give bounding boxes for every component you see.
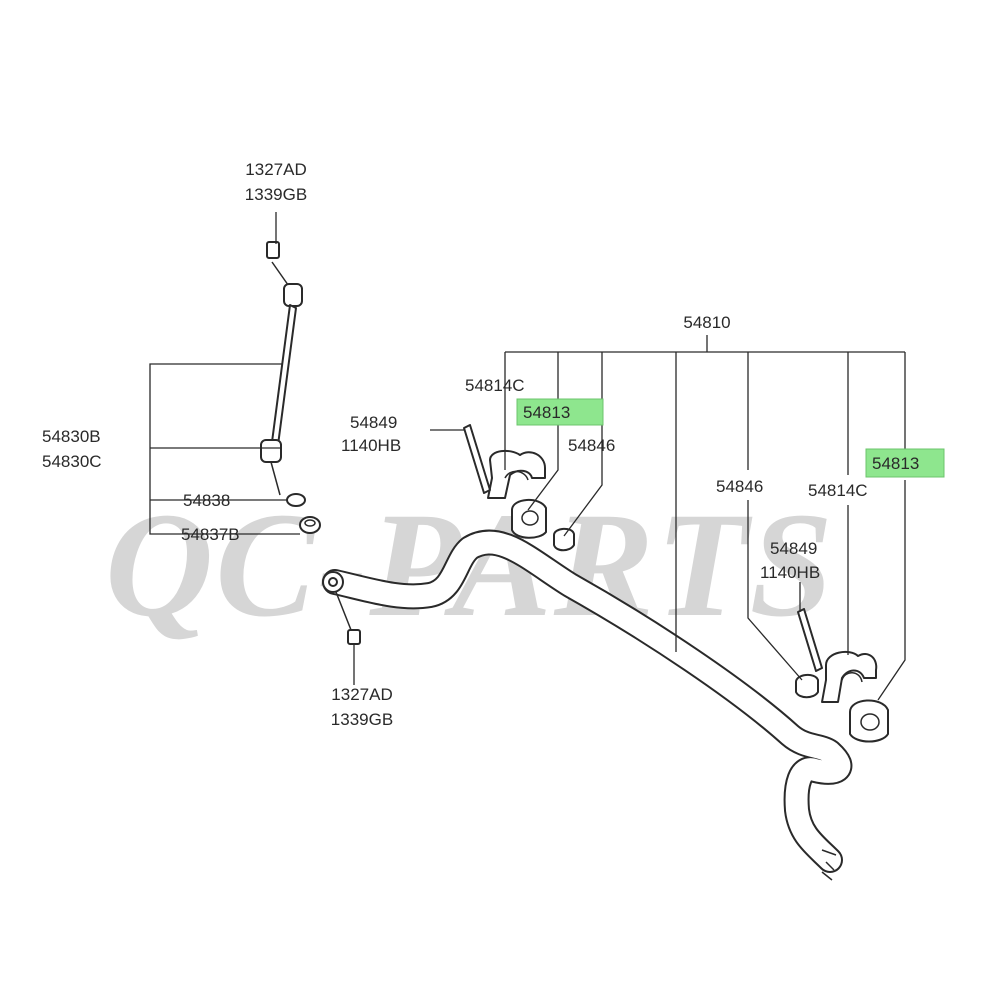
label-bracket-left: 54814C xyxy=(465,376,525,395)
label-bushing-left: 54813 xyxy=(523,403,570,422)
label-bottom-nut-2: 1339GB xyxy=(331,710,393,729)
label-link-2: 54830C xyxy=(42,452,102,471)
label-top-nut-1: 1327AD xyxy=(245,160,306,179)
stabilizer-bar[interactable] xyxy=(322,529,853,881)
label-bar-assy: 54810 xyxy=(683,313,730,332)
right-bolt-part[interactable] xyxy=(797,608,823,672)
label-bolt-left-1: 54849 xyxy=(350,413,397,432)
left-spacer-part[interactable] xyxy=(553,527,575,552)
highlight-box-left xyxy=(516,398,604,426)
left-bushing-part[interactable] xyxy=(511,499,547,539)
link-bushing-part[interactable] xyxy=(299,516,321,534)
label-bolt-right-2: 1140HB xyxy=(760,563,820,582)
cap-part[interactable] xyxy=(286,493,306,507)
highlight-box-right xyxy=(865,448,945,478)
label-bolt-right-1: 54849 xyxy=(770,539,817,558)
label-spacer-right: 54846 xyxy=(716,477,763,496)
right-spacer-part[interactable] xyxy=(795,674,819,699)
label-bolt-left-2: 1140HB xyxy=(341,436,401,455)
label-top-nut-2: 1339GB xyxy=(245,185,307,204)
lower-nut-part[interactable] xyxy=(335,591,361,645)
label-cap: 54838 xyxy=(183,491,230,510)
right-bracket-part[interactable] xyxy=(821,650,878,703)
left-bolt-part[interactable] xyxy=(463,424,491,494)
label-bracket-right: 54814C xyxy=(808,481,868,500)
label-bottom-nut-1: 1327AD xyxy=(331,685,392,704)
right-bushing-part[interactable] xyxy=(849,699,889,743)
label-link-1: 54830B xyxy=(42,427,101,446)
stabilizer-link[interactable] xyxy=(260,241,303,496)
label-spacer-left: 54846 xyxy=(568,436,615,455)
label-bushing-right: 54813 xyxy=(872,454,919,473)
label-link-bushing: 54837B xyxy=(181,525,240,544)
leader-lines xyxy=(149,212,906,701)
left-bracket-part[interactable] xyxy=(487,449,546,499)
